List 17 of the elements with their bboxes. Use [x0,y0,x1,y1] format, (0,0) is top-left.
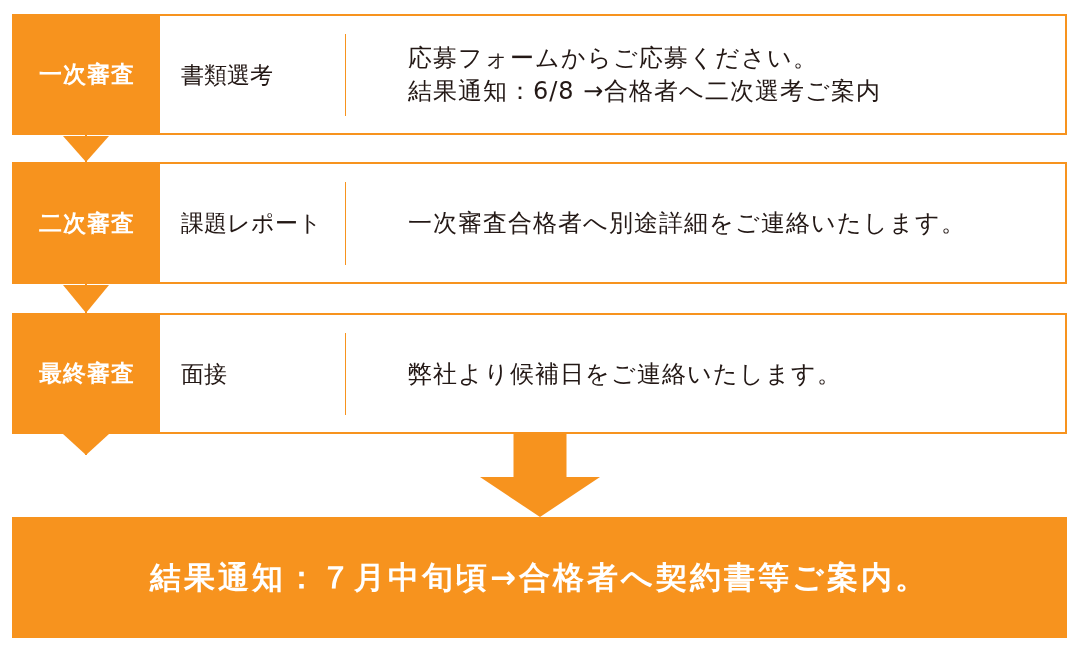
step-description: 一次審査合格者へ別途詳細をご連絡いたします。 [408,207,966,239]
stage-tab: 二次審査 [14,164,160,282]
step-title: 課題レポート [181,208,322,238]
triangle-pointer [63,433,109,456]
result-banner: 結果通知：７月中旬頃→合格者へ契約書等ご案内。 [12,517,1067,638]
block-arrow [480,434,600,517]
step-title: 書類選考 [181,60,273,89]
stage-tab: 一次審査 [14,16,160,133]
step-panel [12,313,1067,434]
triangle-pointer [63,283,109,314]
triangle-pointer [63,134,109,163]
step-description: 応募フォームからご応募ください。結果通知：6/8 →合格者へ二次選考ご案内 [408,42,882,107]
stage-tab: 最終審査 [14,315,160,432]
step-description: 弊社より候補日をご連絡いたします。 [408,358,842,389]
step-panel [12,14,1067,135]
step-title: 面接 [181,359,227,388]
step-panel [12,162,1067,284]
